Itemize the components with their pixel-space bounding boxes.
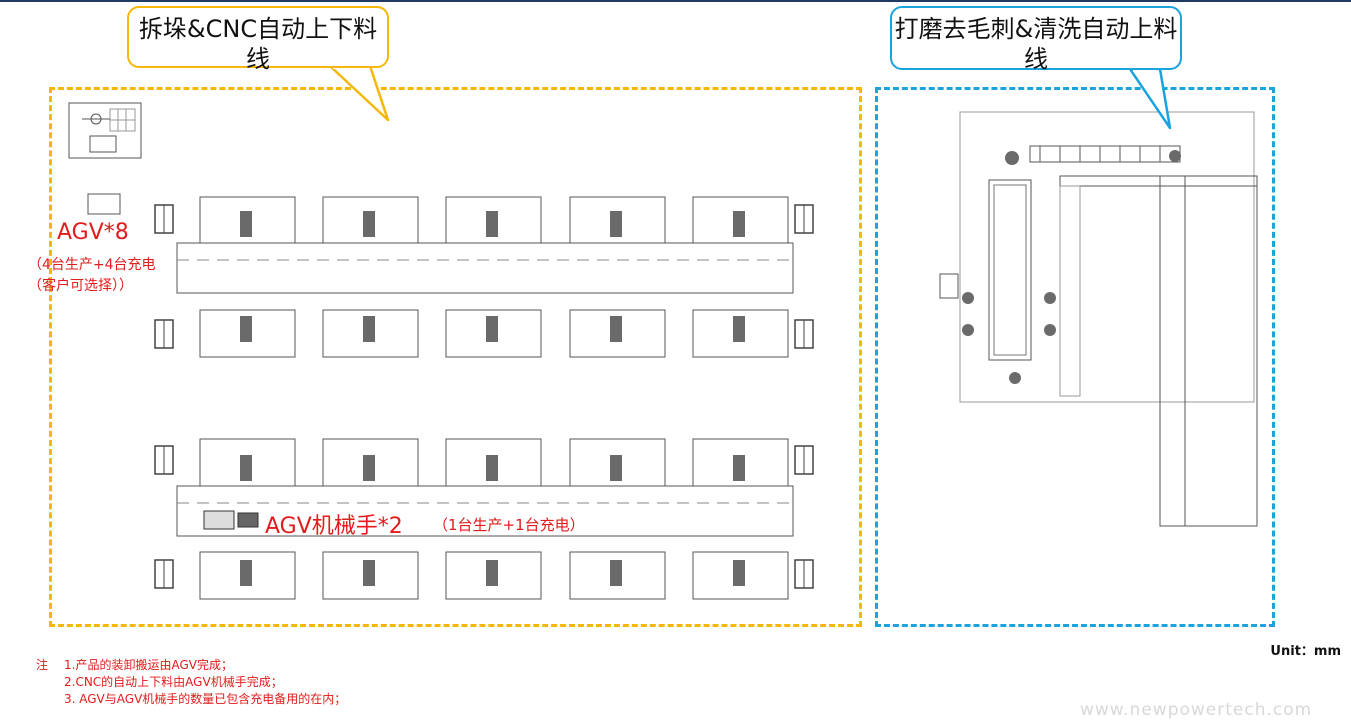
cnc-row-2 (199, 309, 789, 358)
top-rule (0, 0, 1351, 2)
note-item-2: 2.CNC的自动上下料由AGV机械手完成； (64, 675, 283, 689)
cnc-spindles (240, 211, 745, 586)
agv-count-detail-2: （客户可选择）） (28, 278, 133, 294)
agv-count-label: AGV*8 (57, 220, 129, 245)
deburr-zone (875, 87, 1275, 627)
agv-arm-count-detail: （1台生产+1台充电） (433, 516, 585, 534)
note-row-2: 2.CNC的自动上下料由AGV机械手完成； (36, 674, 346, 691)
cnc-row-3 (199, 438, 789, 487)
cnc-row-4 (199, 551, 789, 600)
note-item-1: 1.产品的装卸搬运由AGV完成； (64, 658, 233, 672)
deburr-robots (962, 150, 1181, 384)
callout-deburr-line-text: 打磨去毛刺&清洗自动上料线 (894, 15, 1178, 73)
deburr-clean-layout (939, 111, 1258, 527)
agv-arm-count-label: AGV机械手*2 (265, 514, 403, 539)
callout-cnc-line: 拆垛&CNC自动上下料线 (127, 6, 389, 73)
note-item-3: 3. AGV与AGV机械手的数量已包含充电备用的在内； (64, 692, 347, 706)
note-row-1: 注 1.产品的装卸搬运由AGV完成； (36, 657, 346, 674)
watermark: www.newpowertech.com (1080, 700, 1313, 720)
cnc-row-1 (199, 196, 789, 244)
callout-cnc-line-text: 拆垛&CNC自动上下料线 (138, 15, 378, 73)
agv-unit (87, 193, 121, 215)
unit-label: Unit：mm (1270, 644, 1341, 659)
agv-count-detail-1: （4台生产+4台充电 (28, 257, 156, 273)
cnc-zone (49, 87, 862, 627)
notes-label: 注 (36, 658, 49, 672)
agv-arm-unit (203, 510, 259, 530)
note-row-3: 3. AGV与AGV机械手的数量已包含充电备用的在内； (36, 691, 346, 708)
palletizer-cell (68, 102, 142, 159)
callout-deburr-line: 打磨去毛刺&清洗自动上料线 (890, 6, 1182, 73)
